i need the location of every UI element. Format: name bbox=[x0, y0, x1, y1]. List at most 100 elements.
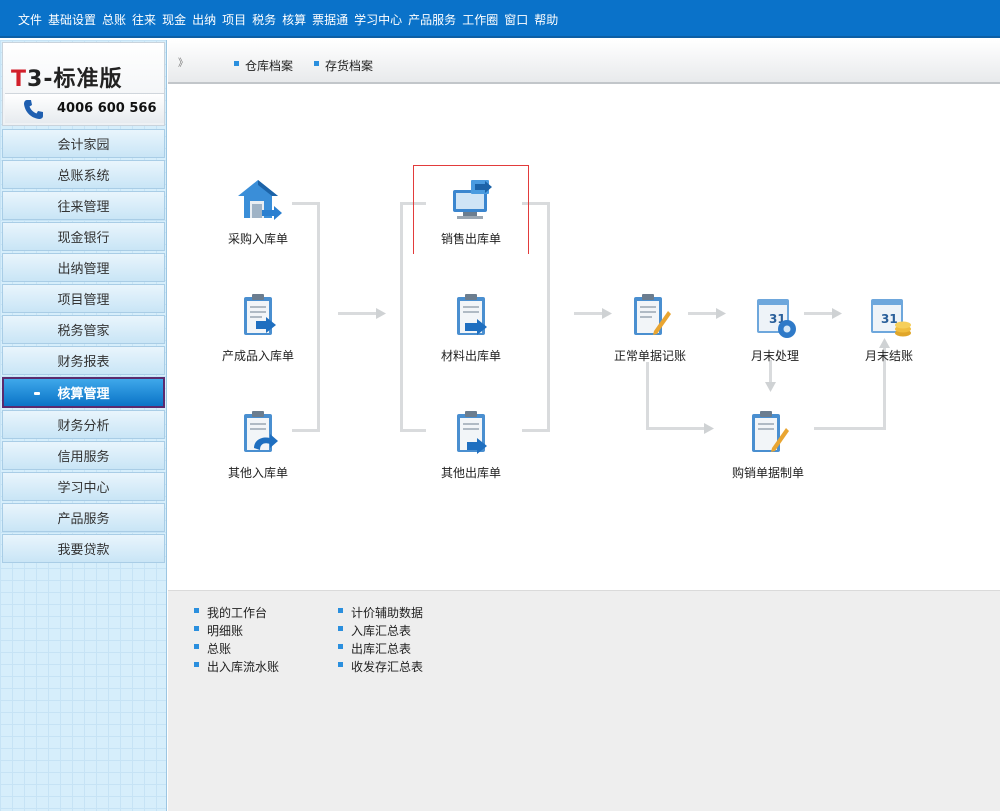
active-bullet-icon bbox=[34, 392, 40, 395]
connector bbox=[338, 312, 378, 315]
menu-basic-settings[interactable]: 基础设置 bbox=[48, 13, 97, 27]
connector bbox=[814, 427, 886, 430]
clipboard-cycle-icon bbox=[244, 411, 278, 452]
node-month-end[interactable]: 31 月末处理 bbox=[720, 291, 830, 364]
link-outbound-summary[interactable]: 出库汇总表 bbox=[338, 640, 411, 657]
menu-bar: 文件 基础设置 总账 往来 现金 出纳 项目 税务 核算 票据通 学习中心 产品… bbox=[0, 0, 1000, 38]
connector bbox=[804, 312, 834, 315]
sidebar-item-products[interactable]: 产品服务 bbox=[2, 503, 165, 532]
sidebar-item-cash-bank[interactable]: 现金银行 bbox=[2, 222, 165, 251]
link-my-workbench[interactable]: 我的工作台 bbox=[194, 604, 267, 621]
arrow-right-icon bbox=[832, 308, 842, 319]
toolbar-warehouse-archive[interactable]: 仓库档案 bbox=[234, 57, 293, 74]
sidebar-item-label: 核算管理 bbox=[57, 387, 110, 402]
sidebar-item-accountant-home[interactable]: 会计家园 bbox=[2, 129, 165, 158]
expand-chevron-icon[interactable]: 》 bbox=[178, 58, 188, 69]
menu-workcircle[interactable]: 工作圈 bbox=[462, 13, 499, 27]
connector bbox=[883, 346, 886, 430]
menu-project[interactable]: 项目 bbox=[222, 13, 247, 27]
connector bbox=[292, 202, 320, 205]
flow-canvas: 采购入库单 产成品入库单 其他入库单 bbox=[168, 86, 1000, 590]
connector bbox=[400, 429, 426, 432]
node-purchase-in[interactable]: 采购入库单 bbox=[203, 174, 313, 247]
arrow-right-icon bbox=[376, 308, 386, 319]
connector bbox=[688, 312, 718, 315]
link-inout-journal[interactable]: 出入库流水账 bbox=[194, 658, 279, 675]
link-inbound-summary[interactable]: 入库汇总表 bbox=[338, 622, 411, 639]
phone-icon bbox=[24, 100, 43, 119]
sidebar-item-reports[interactable]: 财务报表 bbox=[2, 346, 165, 375]
node-voucher-record[interactable]: 正常单据记账 bbox=[595, 291, 705, 364]
sidebar-item-analysis[interactable]: 财务分析 bbox=[2, 410, 165, 439]
menu-help[interactable]: 帮助 bbox=[534, 13, 559, 27]
sidebar-item-credit[interactable]: 信用服务 bbox=[2, 441, 165, 470]
node-other-in[interactable]: 其他入库单 bbox=[203, 408, 313, 481]
arrow-up-icon bbox=[879, 338, 890, 348]
node-label: 月末结账 bbox=[864, 349, 913, 363]
arrow-down-icon bbox=[765, 382, 776, 392]
menu-window[interactable]: 窗口 bbox=[504, 13, 529, 27]
menu-general-ledger[interactable]: 总账 bbox=[102, 13, 127, 27]
link-general-ledger[interactable]: 总账 bbox=[194, 640, 231, 657]
menu-cashier[interactable]: 出纳 bbox=[192, 13, 217, 27]
menu-products[interactable]: 产品服务 bbox=[408, 13, 457, 27]
menu-cash[interactable]: 现金 bbox=[162, 13, 187, 27]
sidebar-nav: 会计家园 总账系统 往来管理 现金银行 出纳管理 项目管理 税务管家 财务报表 … bbox=[2, 129, 165, 565]
node-label: 销售出库单 bbox=[440, 232, 501, 246]
sidebar-item-project[interactable]: 项目管理 bbox=[2, 284, 165, 313]
connector bbox=[317, 202, 320, 432]
node-other-out[interactable]: 其他出库单 bbox=[416, 408, 526, 481]
sidebar: T3-标准版 4006 600 566 会计家园 总账系统 往来管理 现金银行 … bbox=[0, 40, 167, 811]
sidebar-item-loan[interactable]: 我要贷款 bbox=[2, 534, 165, 563]
node-label: 产成品入库单 bbox=[221, 349, 294, 363]
node-product-in[interactable]: 产成品入库单 bbox=[203, 291, 313, 364]
node-month-close[interactable]: 31 月末结账 bbox=[834, 291, 944, 364]
node-label: 其他入库单 bbox=[227, 466, 288, 480]
toolbar: 》 仓库档案 存货档案 bbox=[168, 40, 1000, 84]
arrow-right-icon bbox=[704, 423, 714, 434]
menu-bills[interactable]: 票据通 bbox=[312, 13, 349, 27]
clipboard-pen-icon bbox=[634, 294, 671, 335]
selection-highlight bbox=[413, 165, 529, 254]
clipboard-pen-icon bbox=[752, 411, 789, 452]
link-stock-summary[interactable]: 收发存汇总表 bbox=[338, 658, 423, 675]
sidebar-item-tax[interactable]: 税务管家 bbox=[2, 315, 165, 344]
clipboard-out-icon bbox=[457, 294, 487, 335]
arrow-right-icon bbox=[602, 308, 612, 319]
menu-learning[interactable]: 学习中心 bbox=[354, 13, 403, 27]
menu-file[interactable]: 文件 bbox=[18, 13, 43, 27]
calendar-coins-icon: 31 bbox=[871, 299, 911, 337]
link-pricing-aux-data[interactable]: 计价辅助数据 bbox=[338, 604, 423, 621]
report-links-panel: 我的工作台 明细账 总账 出入库流水账 计价辅助数据 入库汇总表 出库汇总表 收… bbox=[168, 590, 1000, 811]
sidebar-item-general-ledger[interactable]: 总账系统 bbox=[2, 160, 165, 189]
sidebar-item-accounting[interactable]: 核算管理 bbox=[2, 377, 165, 408]
sidebar-item-accounts[interactable]: 往来管理 bbox=[2, 191, 165, 220]
connector bbox=[522, 429, 550, 432]
brand-panel: T3-标准版 4006 600 566 bbox=[2, 42, 165, 126]
node-label: 月末处理 bbox=[750, 349, 799, 363]
connector bbox=[646, 427, 706, 430]
menu-tax[interactable]: 税务 bbox=[252, 13, 277, 27]
warehouse-icon bbox=[238, 180, 282, 220]
node-sales-out[interactable]: 销售出库单 bbox=[416, 174, 526, 247]
menu-accounting[interactable]: 核算 bbox=[282, 13, 307, 27]
node-label: 采购入库单 bbox=[227, 232, 288, 246]
menu-accounts[interactable]: 往来 bbox=[132, 13, 157, 27]
calendar-gear-icon: 31 bbox=[757, 299, 796, 338]
link-detail-ledger[interactable]: 明细账 bbox=[194, 622, 243, 639]
node-material-out[interactable]: 材料出库单 bbox=[416, 291, 526, 364]
brand-title: T3-标准版 bbox=[11, 61, 122, 93]
node-make-voucher[interactable]: 购销单据制单 bbox=[713, 408, 823, 481]
sidebar-item-cashier[interactable]: 出纳管理 bbox=[2, 253, 165, 282]
sidebar-item-learning[interactable]: 学习中心 bbox=[2, 472, 165, 501]
node-label: 购销单据制单 bbox=[731, 466, 804, 480]
clipboard-in-icon bbox=[244, 294, 276, 335]
connector bbox=[522, 202, 550, 205]
sales-computer-icon bbox=[453, 180, 492, 219]
connector bbox=[769, 360, 772, 384]
clipboard-out-icon bbox=[457, 411, 487, 454]
connector bbox=[547, 202, 550, 432]
arrow-right-icon bbox=[716, 308, 726, 319]
brand-phone: 4006 600 566 bbox=[5, 93, 164, 123]
toolbar-inventory-archive[interactable]: 存货档案 bbox=[314, 57, 373, 74]
